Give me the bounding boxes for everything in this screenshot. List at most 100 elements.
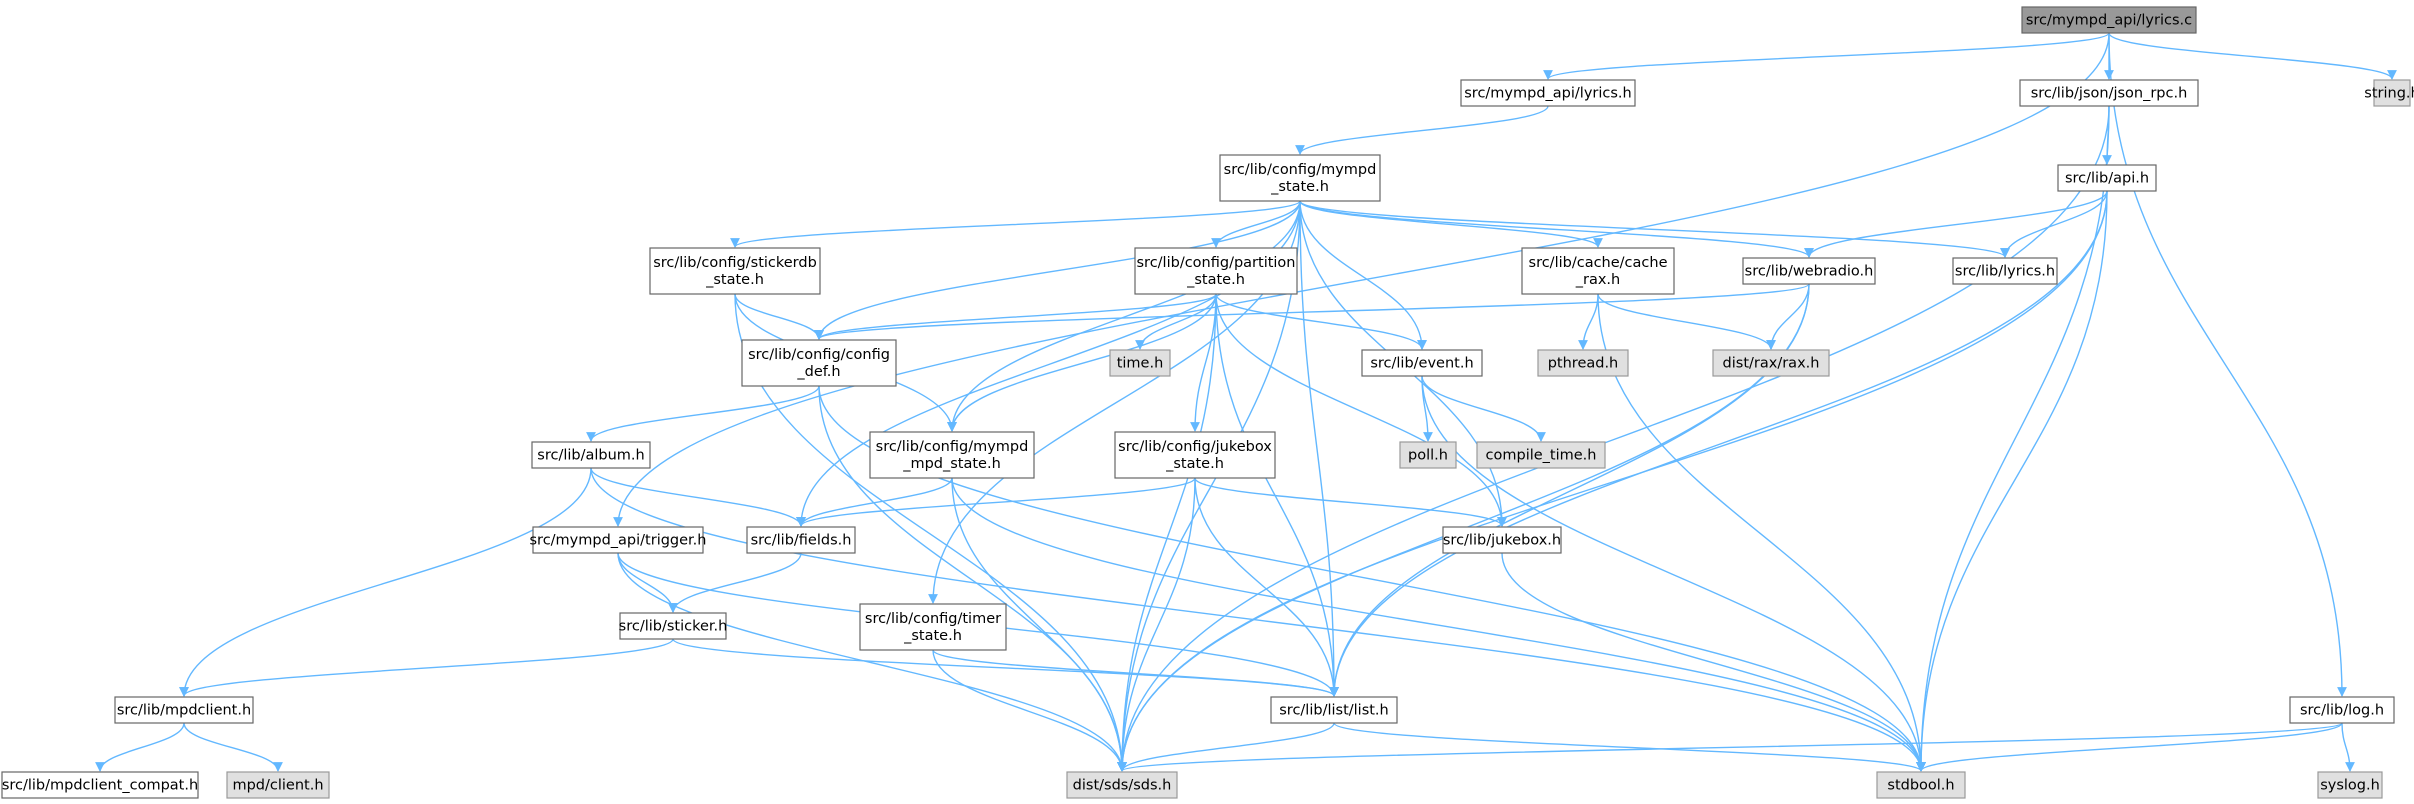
node-src-lib-config-timer-state-h[interactable]: src/lib/config/timer_state.h [859,603,1007,651]
edge-n20-to-n22 [796,477,1196,527]
edge-n5-to-n32 [1916,190,2108,772]
edge-n8-to-n32 [1597,293,1926,772]
node-box [1876,771,1966,799]
node-box [2019,79,2199,107]
node-label: src/lib/config/config [748,347,890,363]
node-src-lib-jukebox-h[interactable]: src/lib/jukebox.h [1442,526,1562,554]
edge-n20-to-n23 [1194,477,1507,527]
node-label: poll.h [1408,448,1448,464]
edge-n28-to-n31 [1117,722,2343,772]
node-src-lib-config-stickerdb-state-h[interactable]: src/lib/config/stickerdb_state.h [649,247,821,295]
node-box [1114,431,1276,479]
edge-n7-to-n11 [814,293,1217,340]
edge-n23-to-n32 [1501,552,1926,772]
node-label: src/lib/json/json_rpc.h [2031,86,2188,102]
edge-n7-to-n13 [1215,293,1427,350]
edge-n9-to-n15 [1766,283,1810,350]
node-box [1476,441,1606,469]
edge-n9-to-n27 [1329,283,1810,697]
node-src-lib-webradio-h[interactable]: src/lib/webradio.h [1742,257,1876,285]
node-box [531,441,651,469]
edge-n0-to-n3 [2108,32,2397,80]
node-src-lib-json-json-rpc-h[interactable]: src/lib/json/json_rpc.h [2019,79,2199,107]
node-box [2317,771,2383,799]
node-label: src/mympd_api/lyrics.c [2026,13,2192,29]
node-src-lib-list-list-h[interactable]: src/lib/list/list.h [1270,696,1398,724]
edge-n0-to-n28 [2108,32,2347,697]
node-label: src/lib/webradio.h [1745,264,1874,280]
node-src-mympd-api-lyrics-c[interactable]: src/mympd_api/lyrics.c [2021,6,2197,34]
node-src-lib-config-config-def-h[interactable]: src/lib/config/config_def.h [741,339,897,387]
edge-n7-to-n12 [1135,293,1217,350]
node-label: src/lib/config/mympd [876,439,1029,455]
node-src-lib-config-mympd-state-h[interactable]: src/lib/config/mympd_state.h [1219,154,1381,202]
node-src-lib-mpdclient-h[interactable]: src/lib/mpdclient.h [114,696,254,724]
node-pthread-h: pthread.h [1537,349,1629,377]
edge-n4-to-n7 [1211,200,1301,248]
node-dist-sds-sds-h: dist/sds/sds.h [1066,771,1178,799]
node-box [1399,441,1457,469]
edge-n9-to-n11 [814,283,1810,340]
node-box [1521,247,1675,295]
node-label: src/lib/mpdclient.h [117,703,251,719]
edge-n4-to-n19 [947,200,1301,432]
node-box [1,771,199,799]
node-box [1270,696,1398,724]
edge-n4-to-n11 [814,200,1301,340]
edge-n21-to-n24 [617,552,678,613]
node-label: src/lib/config/stickerdb [653,255,817,271]
node-syslog-h: syslog.h [2317,771,2383,799]
node-label: src/lib/album.h [537,448,644,464]
node-label: src/lib/sticker.h [619,619,728,635]
node-label: src/lib/log.h [2300,703,2384,719]
node-src-mympd-api-trigger-h[interactable]: src/mympd_api/trigger.h [530,526,707,554]
node-src-lib-cache-cache-rax-h[interactable]: src/lib/cache/cache_rax.h [1521,247,1675,295]
node-dist-rax-rax-h: dist/rax/rax.h [1712,349,1830,377]
edges-layer [95,32,2397,772]
node-src-lib-config-mympd-mpd-state-h[interactable]: src/lib/config/mympd_mpd_state.h [869,431,1035,479]
edge-n4-to-n10 [1299,200,2010,258]
node-box [1712,349,1830,377]
node-box [1460,79,1636,107]
node-label: src/lib/fields.h [751,533,852,549]
node-box [1442,526,1562,554]
node-label: src/lib/mpdclient_compat.h [2,778,198,794]
node-label: src/lib/api.h [2065,171,2149,187]
node-label: src/lib/config/timer [865,611,1001,627]
node-label: _state.h [705,272,764,288]
edge-n19-to-n22 [796,477,953,527]
node-src-lib-lyrics-h[interactable]: src/lib/lyrics.h [1952,257,2058,285]
edge-n4-to-n27 [1299,200,1339,697]
node-src-lib-fields-h[interactable]: src/lib/fields.h [746,526,856,554]
node-src-mympd-api-lyrics-h[interactable]: src/mympd_api/lyrics.h [1460,79,1636,107]
node-label: src/lib/event.h [1370,356,1473,372]
node-src-lib-log-h[interactable]: src/lib/log.h [2289,696,2395,724]
node-box [1219,154,1381,202]
nodes-layer: src/mympd_api/lyrics.c src/mympd_api/lyri… [1,6,2414,799]
node-src-lib-album-h[interactable]: src/lib/album.h [531,441,651,469]
edge-n11-to-n18 [586,385,820,442]
edge-n4-to-n13 [1299,200,1427,350]
node-src-lib-api-h[interactable]: src/lib/api.h [2057,164,2157,192]
edge-n18-to-n26 [179,467,592,697]
edge-n4-to-n9 [1299,200,1814,258]
node-time-h: time.h [1109,349,1171,377]
node-src-lib-event-h[interactable]: src/lib/event.h [1361,349,1483,377]
node-box [2057,164,2157,192]
node-src-lib-config-partition-state-h[interactable]: src/lib/config/partition_state.h [1134,247,1298,295]
node-src-lib-config-jukebox-state-h[interactable]: src/lib/config/jukebox_state.h [1114,431,1276,479]
edge-n2-to-n32 [1916,105,2110,772]
node-src-lib-sticker-h[interactable]: src/lib/sticker.h [619,612,728,640]
node-box [741,339,897,387]
node-box [1109,349,1171,377]
edge-n24-to-n26 [179,638,674,697]
node-label: dist/sds/sds.h [1073,778,1172,794]
edge-n25-to-n27 [932,649,1339,697]
node-box [1952,257,2058,285]
node-label: src/lib/config/mympd [1224,162,1377,178]
node-label: pthread.h [1548,356,1619,372]
node-label: syslog.h [2320,778,2380,794]
edge-n4-to-n6 [730,200,1301,248]
node-src-lib-mpdclient-compat-h[interactable]: src/lib/mpdclient_compat.h [1,771,199,799]
